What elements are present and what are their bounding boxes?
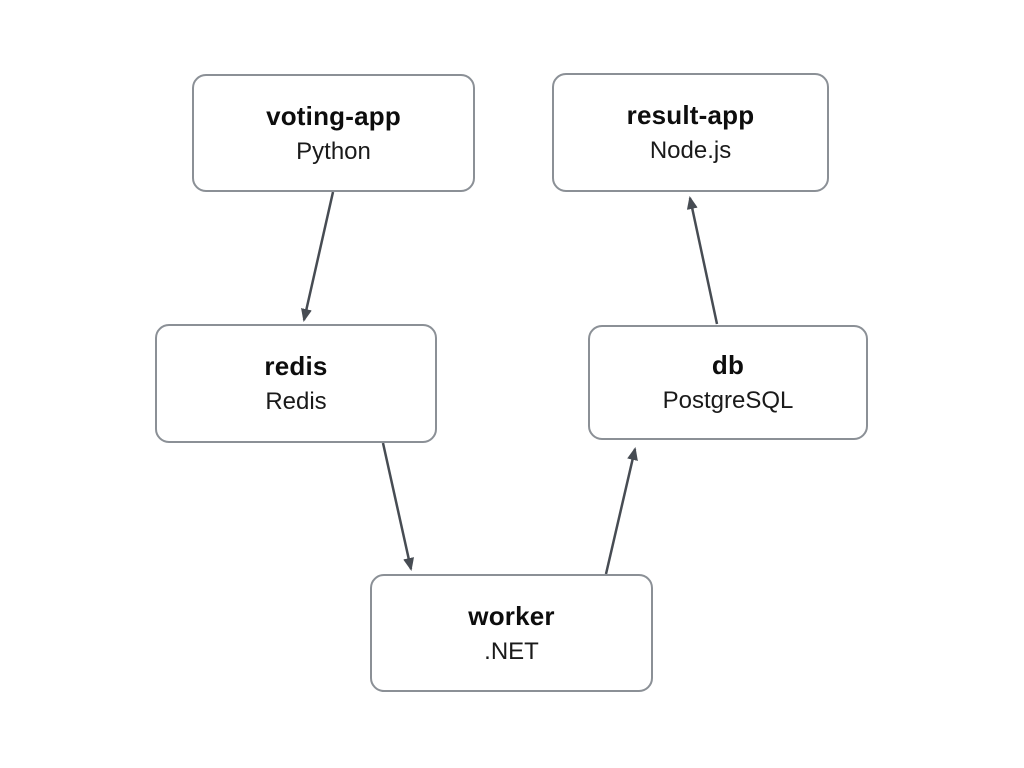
node-subtitle: PostgreSQL (662, 387, 794, 414)
edge-db-to-result-app (686, 196, 719, 325)
node-title: result-app (626, 100, 755, 130)
node-subtitle: Node.js (649, 137, 732, 164)
node-title: voting-app (266, 100, 401, 131)
node-worker: worker .NET (370, 574, 653, 692)
node-title: worker (468, 600, 555, 631)
node-db: db PostgreSQL (588, 325, 868, 440)
edge-worker-to-db (604, 447, 638, 575)
node-redis: redis Redis (155, 324, 437, 443)
node-title: db (711, 350, 745, 380)
edge-voting-app-to-redis (301, 191, 335, 322)
node-subtitle: Redis (265, 388, 327, 415)
node-result-app: result-app Node.js (552, 73, 829, 192)
edge-redis-to-worker (381, 442, 414, 571)
node-subtitle: .NET (484, 637, 539, 665)
node-title: redis (264, 351, 328, 381)
node-subtitle: Python (296, 137, 371, 165)
node-voting-app: voting-app Python (192, 74, 475, 192)
